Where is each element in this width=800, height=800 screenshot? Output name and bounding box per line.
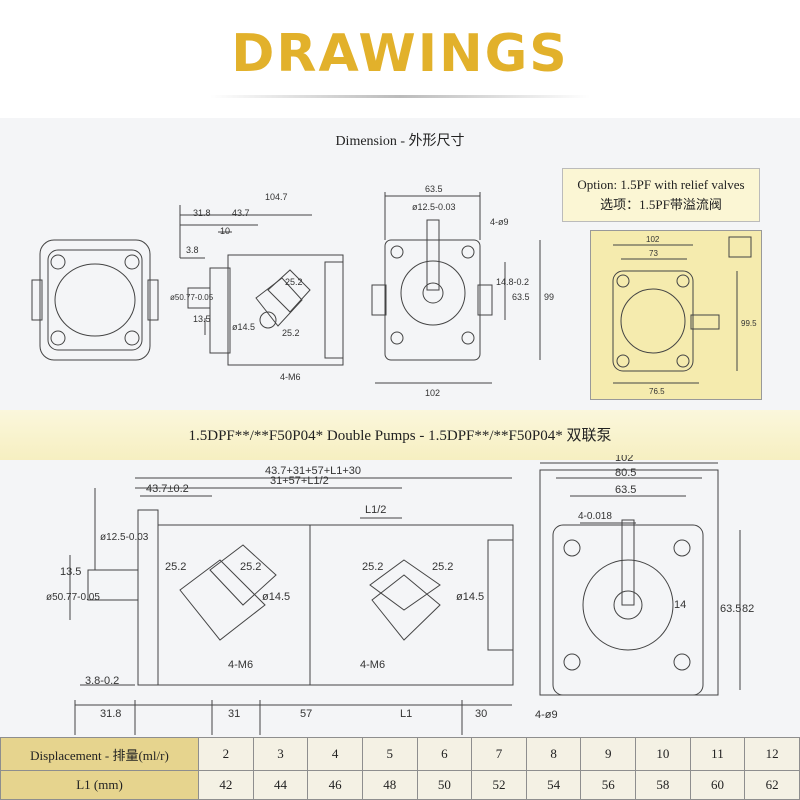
option-drawing: 102 73 99.5 76.5 [590,230,762,400]
table-cell: 42 [198,770,254,800]
option-box: Option: 1.5PF with relief valves 选项：1.5P… [562,168,760,222]
dp-dim-2: 31+57+L1/2 [270,475,329,487]
dp-label-9: ø14.5 [456,591,484,603]
table-cell: 6 [416,736,473,772]
header-area: DRAWINGS [0,0,800,118]
table-header-displacement: Displacement - 排量(ml/r) [0,736,199,772]
table-cell: 7 [471,736,527,772]
displacement-table: Displacement - 排量(ml/r) 2 3 4 5 6 7 8 9 … [0,736,800,800]
dp-dim-4: L1/2 [365,504,386,516]
dim-side-1: 104.7 [265,192,288,202]
dim-front-5: 63.5 [512,292,530,302]
dim-front-4: 14.8-0.2 [496,277,529,287]
dp-label-2: ø50.77-0.05 [46,592,100,603]
dp-label-5: ø14.5 [262,591,290,603]
table-cell: 9 [580,736,636,772]
opt-dim-2: 73 [649,249,658,258]
dp-dim-5: 13.5 [60,566,81,578]
table-cell: 48 [361,770,418,800]
dim-front-3: 4-ø9 [490,217,509,227]
double-pump-drawings: 43.7+31+57+L1+30 31+57+L1/2 43.7±0.2 L1/… [46,455,754,735]
dp-front-5: 14 [674,599,686,611]
title-underline [210,95,590,98]
side-view-drawing [179,205,344,366]
table-cell: 44 [252,770,309,800]
table-cell: 11 [689,736,746,772]
dim-front-6: 99 [544,292,554,302]
double-pump-side-drawing [69,477,514,735]
label-side-5: 4-M6 [280,372,301,382]
dim-side-5: 3.8 [186,245,199,255]
dp-front-7: 82 [742,603,754,615]
dim-front-2: ø12.5-0.03 [412,202,456,212]
table-header-l1: L1 (mm) [0,770,199,800]
table-cell: 56 [580,770,636,800]
dim-side-2: 31.8 [193,208,211,218]
dp-front-3: 63.5 [615,484,636,496]
dp-front-6: 63.5 [720,603,741,615]
dp-dim-7: 31.8 [100,708,121,720]
dim-side-6: 13.5 [193,314,211,324]
label-side-2: ø14.5 [232,322,255,332]
dim-side-3: 43.7 [232,208,250,218]
dp-label-6: 4-M6 [228,659,253,671]
table-cell: 54 [525,770,582,800]
dp-dim-1: 43.7+31+57+L1+30 [265,465,361,477]
dp-label-3: 25.2 [165,561,186,573]
opt-dim-1: 102 [646,235,660,244]
table-cell: 4 [307,736,363,772]
dp-dim-9: 57 [300,708,312,720]
dp-front-2: 80.5 [615,467,636,479]
label-side-4: 25.2 [282,328,300,338]
opt-dim-4: 76.5 [649,387,665,396]
double-pump-band [0,410,800,460]
option-drawing-svg: 102 73 99.5 76.5 [612,235,757,396]
dp-dim-11: 30 [475,708,487,720]
label-side-1: ø50.77-0.05 [170,293,214,302]
label-side-3: 25.2 [285,277,303,287]
table-cell: 50 [416,770,473,800]
double-pump-front-drawing [539,462,741,696]
dp-dim-10: L1 [400,708,412,720]
dp-dim-6: 3.8-0.2 [85,675,119,687]
table-cell: 62 [744,770,800,800]
table-cell: 52 [471,770,527,800]
table-row: Displacement - 排量(ml/r) 2 3 4 5 6 7 8 9 … [0,736,800,772]
page-title: DRAWINGS [231,24,569,84]
table-cell: 2 [198,736,254,772]
double-pump-title: 1.5DPF**/**F50P04* Double Pumps - 1.5DPF… [188,428,612,444]
opt-dim-3: 99.5 [741,319,757,328]
dim-front-1: 63.5 [425,184,443,194]
table-cell: 60 [689,770,746,800]
option-line-1: Option: 1.5PF with relief valves [577,177,745,192]
dim-front-7: 102 [425,388,440,398]
dp-label-1: ø12.5-0.03 [100,532,149,543]
table-cell: 3 [252,736,309,772]
front-view-drawing [371,192,541,384]
table-cell: 46 [307,770,363,800]
top-drawings: 104.7 31.8 43.7 10 3.8 13.5 ø50.77-0.05 … [31,184,554,398]
dp-front-8: 4-ø9 [535,709,558,721]
dimension-title: Dimension - 外形尺寸 [335,134,465,149]
table-cell: 5 [361,736,418,772]
table-cell: 58 [635,770,691,800]
option-line-2: 选项：1.5PF带溢流阀 [600,197,722,212]
table-cell: 12 [744,736,800,772]
dp-label-10: 4-M6 [360,659,385,671]
dp-front-1: 102 [615,455,633,464]
table-cell: 10 [635,736,691,772]
dp-label-8: 25.2 [432,561,453,573]
dim-side-4: 10 [220,226,230,236]
dp-dim-3: 43.7±0.2 [146,483,189,495]
table-cell: 8 [525,736,582,772]
rear-view-drawing [31,239,159,361]
dp-front-4: 4-0.018 [578,511,612,522]
dp-dim-8: 31 [228,708,240,720]
dp-label-4: 25.2 [240,561,261,573]
table-row: L1 (mm) 42 44 46 48 50 52 54 56 58 60 62 [0,770,800,800]
dp-label-7: 25.2 [362,561,383,573]
